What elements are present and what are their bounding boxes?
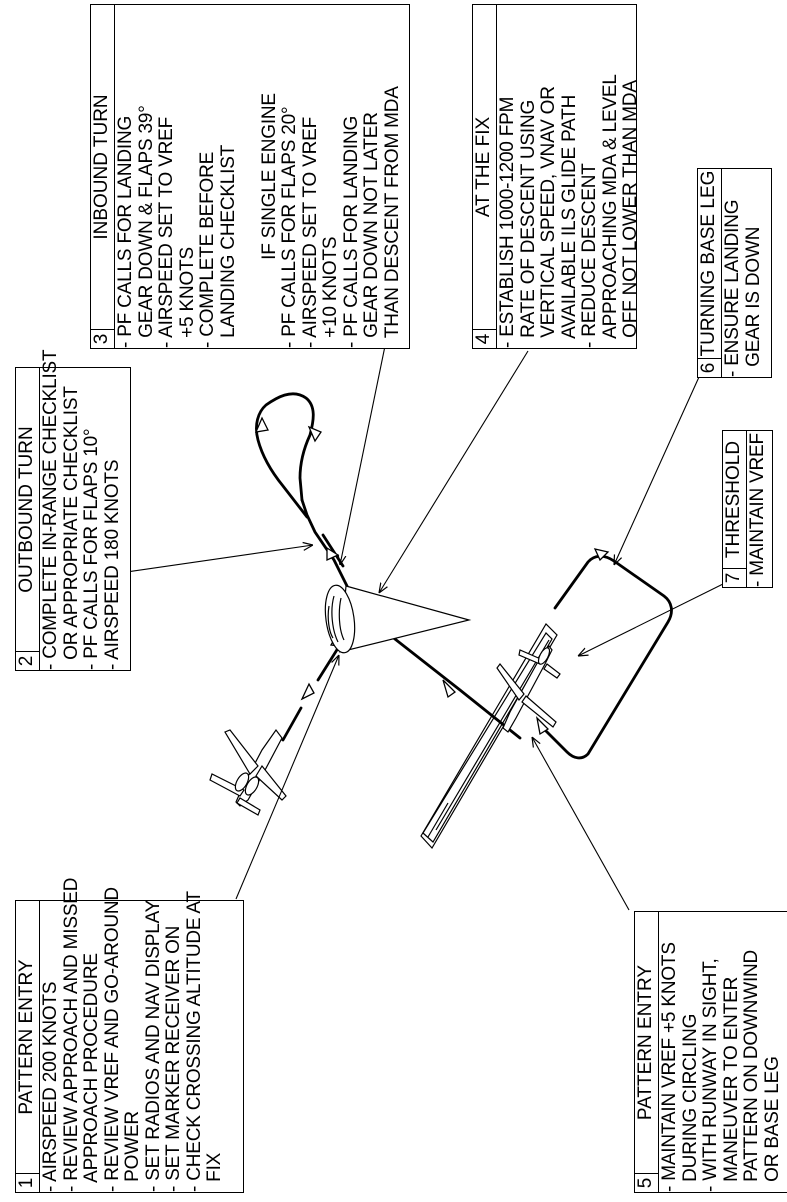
callout-line: DURING CIRCLING xyxy=(679,1013,701,1192)
callout-line: - MAINTAIN VREF +5 KNOTS xyxy=(659,942,680,1192)
callout-line: - ESTABLISH 1000-1200 FPM xyxy=(497,96,518,348)
callout-line: - AIRSPEED 200 KNOTS xyxy=(40,981,61,1192)
callout-line: +10 KNOTS xyxy=(320,236,341,348)
callout-line: VERTICAL SPEED, VNAV OR xyxy=(538,86,559,348)
callout-line: OR APPROPRIATE CHECKLIST xyxy=(60,386,82,670)
callout-line xyxy=(239,5,260,348)
callout-line: POWER xyxy=(122,1111,143,1192)
callout-line: LANDING CHECKLIST xyxy=(217,144,239,348)
callout-line: - SET MARKER RECEIVER ON xyxy=(163,925,184,1192)
leader-lines xyxy=(119,345,724,911)
callout-line: THAN DESCENT FROM MDA xyxy=(381,86,403,348)
callout-line: OFF NOT LOWER THAN MDA xyxy=(620,80,641,348)
callout-pattern-entry-5: 5 PATTERN ENTRY - MAINTAIN VREF +5 KNOTS… xyxy=(634,911,787,1193)
callout-line: - WITH RUNWAY IN SIGHT, xyxy=(700,958,721,1192)
runway xyxy=(420,623,558,850)
callout-number: 2 xyxy=(16,651,39,670)
airplane-entry-icon xyxy=(209,728,287,816)
callout-title: INBOUND TURN xyxy=(91,94,112,240)
callout-number: 4 xyxy=(473,329,496,348)
callout-title: PATTERN ENTRY xyxy=(635,964,656,1121)
callout-threshold: 7 THRESHOLD - MAINTAIN VREF xyxy=(722,430,773,588)
callout-line: - AIRSPEED SET TO VREF xyxy=(299,116,321,348)
callout-title: PATTERN ENTRY xyxy=(16,959,37,1115)
callout-line: - MAINTAIN VREF xyxy=(747,433,768,587)
callout-inbound-turn: 3 INBOUND TURN - PF CALLS FOR LANDING GE… xyxy=(90,4,410,349)
callout-line: - COMPLETE BEFORE xyxy=(197,151,218,348)
callout-line: FIX xyxy=(204,1152,225,1192)
callout-line: APPROACH PROCEDURE xyxy=(81,953,102,1192)
callout-line: GEAR DOWN NOT LATER xyxy=(361,112,382,348)
callout-number: 3 xyxy=(91,329,114,348)
callout-line: - SET RADIOS AND NAV DISPLAY xyxy=(142,899,164,1192)
callout-at-the-fix: 4 AT THE FIX - ESTABLISH 1000-1200 FPM R… xyxy=(472,4,641,349)
callout-line: - ENSURE LANDING xyxy=(722,199,743,377)
beacon-cone xyxy=(324,584,472,654)
callout-line: - AIRSPEED SET TO VREF xyxy=(156,116,177,348)
callout-title: AT THE FIX xyxy=(473,116,494,218)
callout-line: - REVIEW VREF AND GO-AROUND xyxy=(101,887,123,1192)
direction-arrows xyxy=(254,416,610,736)
callout-line: - REDUCE DESCENT xyxy=(579,163,600,348)
callout-line: - PF CALLS FOR FLAPS 10° xyxy=(81,428,102,670)
callout-line: GEAR IS DOWN xyxy=(742,226,764,377)
callout-line: - REVIEW APPROACH AND MISSED xyxy=(60,877,82,1192)
callout-line: - AIRSPEED 180 KNOTS xyxy=(101,459,123,670)
callout-number: 6 xyxy=(698,358,721,377)
callout-line: RATE OF DESCENT USING xyxy=(517,99,539,348)
callout-line: MANEUVER TO ENTER xyxy=(720,976,742,1192)
callout-line: - PF CALLS FOR FLAPS 20° xyxy=(279,106,300,348)
callout-line: +5 KNOTS xyxy=(176,247,198,348)
callout-line: OR BASE LEG xyxy=(761,1056,783,1192)
callout-pattern-entry-1: 1 PATTERN ENTRY - AIRSPEED 200 KNOTS - R… xyxy=(15,877,244,1193)
callout-number: 5 xyxy=(635,1173,658,1192)
callout-subheading: IF SINGLE ENGINE xyxy=(258,93,280,260)
callout-number: 7 xyxy=(723,568,746,587)
callout-title: TURNING BASE LEG xyxy=(698,170,719,357)
callout-title: OUTBOUND TURN xyxy=(16,426,37,593)
callout-outbound-turn: 2 OUTBOUND TURN - COMPLETE IN-RANGE CHEC… xyxy=(15,349,131,671)
callout-line: - CHECK CROSSING ALTITUDE AT xyxy=(183,891,205,1192)
callout-title: THRESHOLD xyxy=(723,440,744,559)
callout-line: GEAR DOWN & FLAPS 39° xyxy=(135,105,157,348)
callout-line: - PF CALLS FOR LANDING xyxy=(115,115,136,348)
callout-line: - COMPLETE IN-RANGE CHECKLIST xyxy=(40,349,61,670)
callout-turning-base-leg: 6 TURNING BASE LEG - ENSURE LANDING GEAR… xyxy=(697,168,772,378)
callout-line: AVAILABLE ILS GLIDE PATH xyxy=(558,94,580,348)
callout-number: 1 xyxy=(16,1173,39,1192)
callout-line: - PF CALLS FOR LANDING xyxy=(340,115,362,348)
callout-line: APPROACHING MDA & LEVEL xyxy=(599,74,621,348)
airplane-runway-icon xyxy=(496,645,561,733)
callout-line: PATTERN ON DOWNWIND xyxy=(741,949,762,1192)
